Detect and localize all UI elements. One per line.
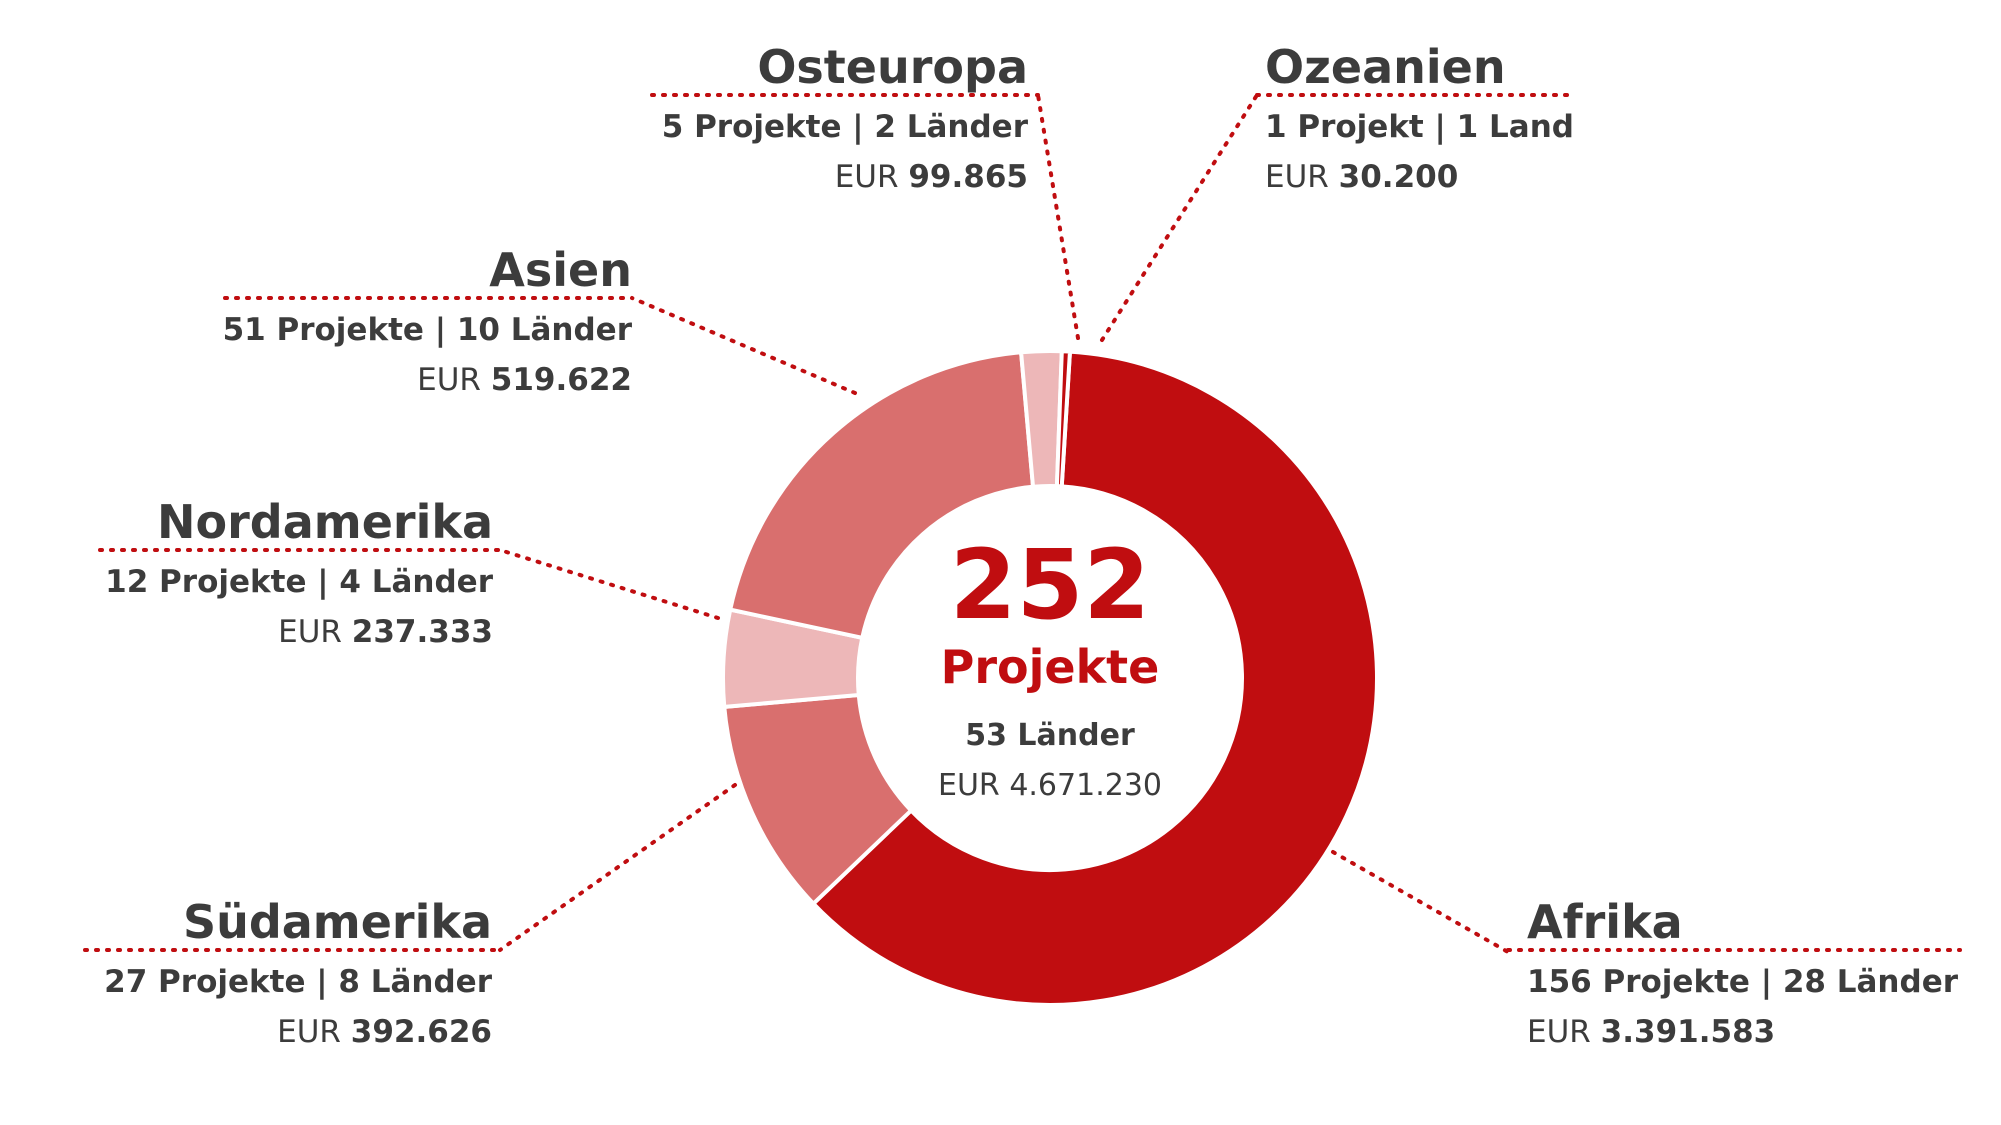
center-amount: 4.671.230 [1009,768,1162,803]
region-amount-südamerika: EUR 392.626 [277,1014,492,1050]
region-amount-ozeanien: EUR 30.200 [1265,159,1458,195]
center-countries: 53 Länder [965,718,1135,753]
center-summary: 252 Projekte 53 Länder EUR 4.671.230 [938,529,1162,803]
slice-asien [727,350,1036,641]
region-name-asien: Asien [489,243,632,297]
center-currency: EUR [938,768,1000,803]
region-detail-asien: 51 Projekte | 10 Länder [223,312,633,348]
region-detail-osteuropa: 5 Projekte | 2 Länder [662,109,1029,145]
leader-line-ozeanien [1100,93,1259,342]
leader-lines-group [83,93,1962,954]
region-name-nordamerika: Nordamerika [157,495,493,549]
center-amount-line: EUR 4.671.230 [938,768,1162,803]
region-amount-afrika: EUR 3.391.583 [1527,1014,1775,1050]
leader-line-osteuropa [1036,93,1080,340]
leader-line-nordamerika [498,548,720,620]
slices-group [721,349,1379,1007]
region-name-osteuropa: Osteuropa [757,40,1028,94]
region-detail-ozeanien: 1 Projekt | 1 Land [1265,109,1574,145]
slice-ozeanien [1054,349,1073,489]
region-amount-asien: EUR 519.622 [417,362,632,398]
region-amount-nordamerika: EUR 237.333 [278,614,493,650]
center-projects-label: Projekte [941,640,1160,694]
region-name-südamerika: Südamerika [183,895,492,949]
slice-afrika [810,349,1379,1007]
region-name-ozeanien: Ozeanien [1265,40,1506,94]
center-total-projects: 252 [950,529,1150,641]
region-detail-nordamerika: 12 Projekte | 4 Länder [105,564,494,600]
leader-line-afrika [1331,850,1510,954]
region-amount-osteuropa: EUR 99.865 [835,159,1028,195]
region-detail-afrika: 156 Projekte | 28 Länder [1527,964,1959,1000]
leader-line-asien [630,296,857,395]
leader-line-südamerika [498,783,737,952]
region-name-afrika: Afrika [1527,895,1683,949]
region-detail-südamerika: 27 Projekte | 8 Länder [104,964,493,1000]
